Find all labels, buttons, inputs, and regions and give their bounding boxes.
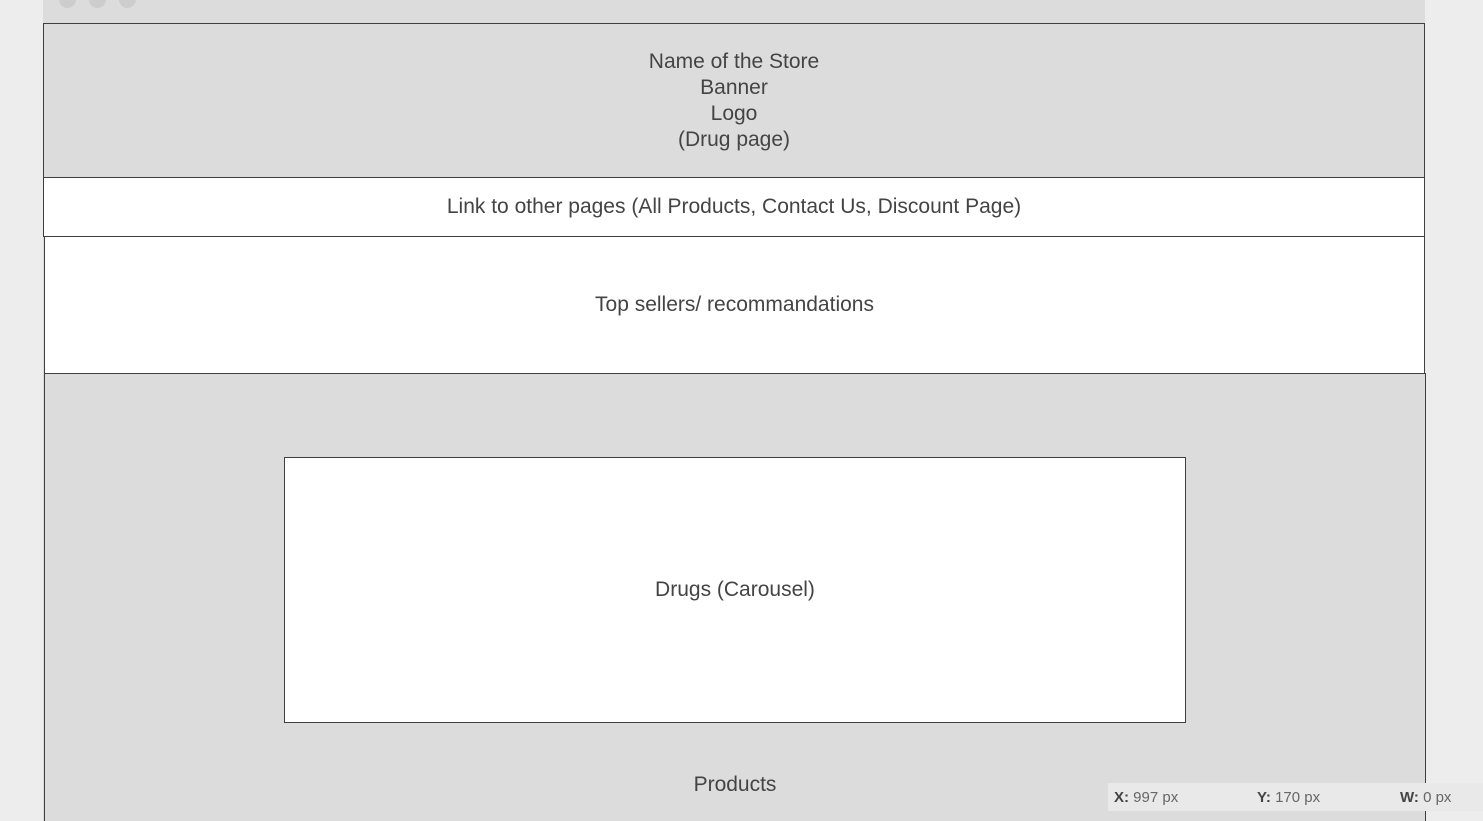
minimize-dot-icon[interactable] bbox=[89, 0, 106, 8]
y-readout: Y: 170 px bbox=[1257, 789, 1321, 806]
top-sellers-label: Top sellers/ recommandations bbox=[595, 293, 874, 316]
x-readout: X: 997 px bbox=[1114, 789, 1179, 806]
header-section: Name of the Store Banner Logo (Drug page… bbox=[43, 23, 1425, 178]
page-title: (Drug page) bbox=[677, 127, 791, 151]
maximize-dot-icon[interactable] bbox=[119, 0, 136, 8]
coordinate-status-bar: X: 997 px Y: 170 px W: 0 px bbox=[1108, 783, 1483, 811]
store-name: Name of the Store bbox=[648, 49, 820, 73]
close-dot-icon[interactable] bbox=[59, 0, 76, 8]
top-sellers-section: Top sellers/ recommandations bbox=[44, 236, 1425, 374]
banner-label: Banner bbox=[700, 75, 768, 99]
logo-label: Logo bbox=[710, 101, 758, 125]
products-label: Products bbox=[693, 773, 777, 796]
navigation-links[interactable]: Link to other pages (All Products, Conta… bbox=[43, 177, 1425, 237]
drugs-carousel[interactable]: Drugs (Carousel) bbox=[284, 457, 1186, 723]
carousel-label: Drugs (Carousel) bbox=[655, 578, 815, 601]
w-readout: W: 0 px bbox=[1400, 789, 1452, 806]
nav-links-label: Link to other pages (All Products, Conta… bbox=[446, 195, 1022, 218]
